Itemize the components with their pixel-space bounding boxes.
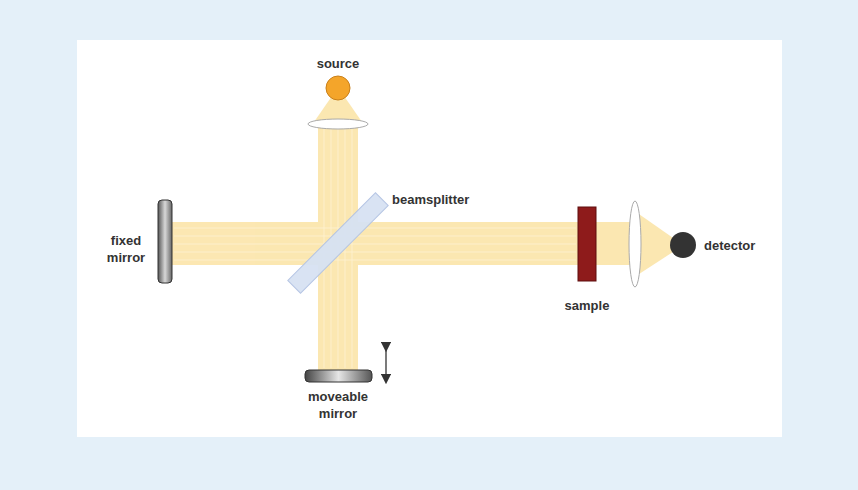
motion-arrow: [385, 347, 386, 379]
sample-cell: [578, 207, 596, 281]
part-label: source: [317, 55, 360, 72]
part-label: moveable mirror: [298, 388, 378, 422]
source-lamp: [326, 76, 350, 100]
part-label: sample: [565, 297, 610, 314]
part-label: fixed mirror: [100, 232, 152, 266]
lens: [629, 201, 641, 287]
moveable-mirror: [305, 370, 372, 382]
fixed-mirror: [158, 200, 172, 283]
detector-sensor: [670, 232, 696, 258]
part-label: beamsplitter: [392, 191, 469, 208]
part-label: detector: [704, 237, 755, 254]
lens: [308, 119, 368, 129]
beamsplitter-plate: [288, 193, 388, 293]
